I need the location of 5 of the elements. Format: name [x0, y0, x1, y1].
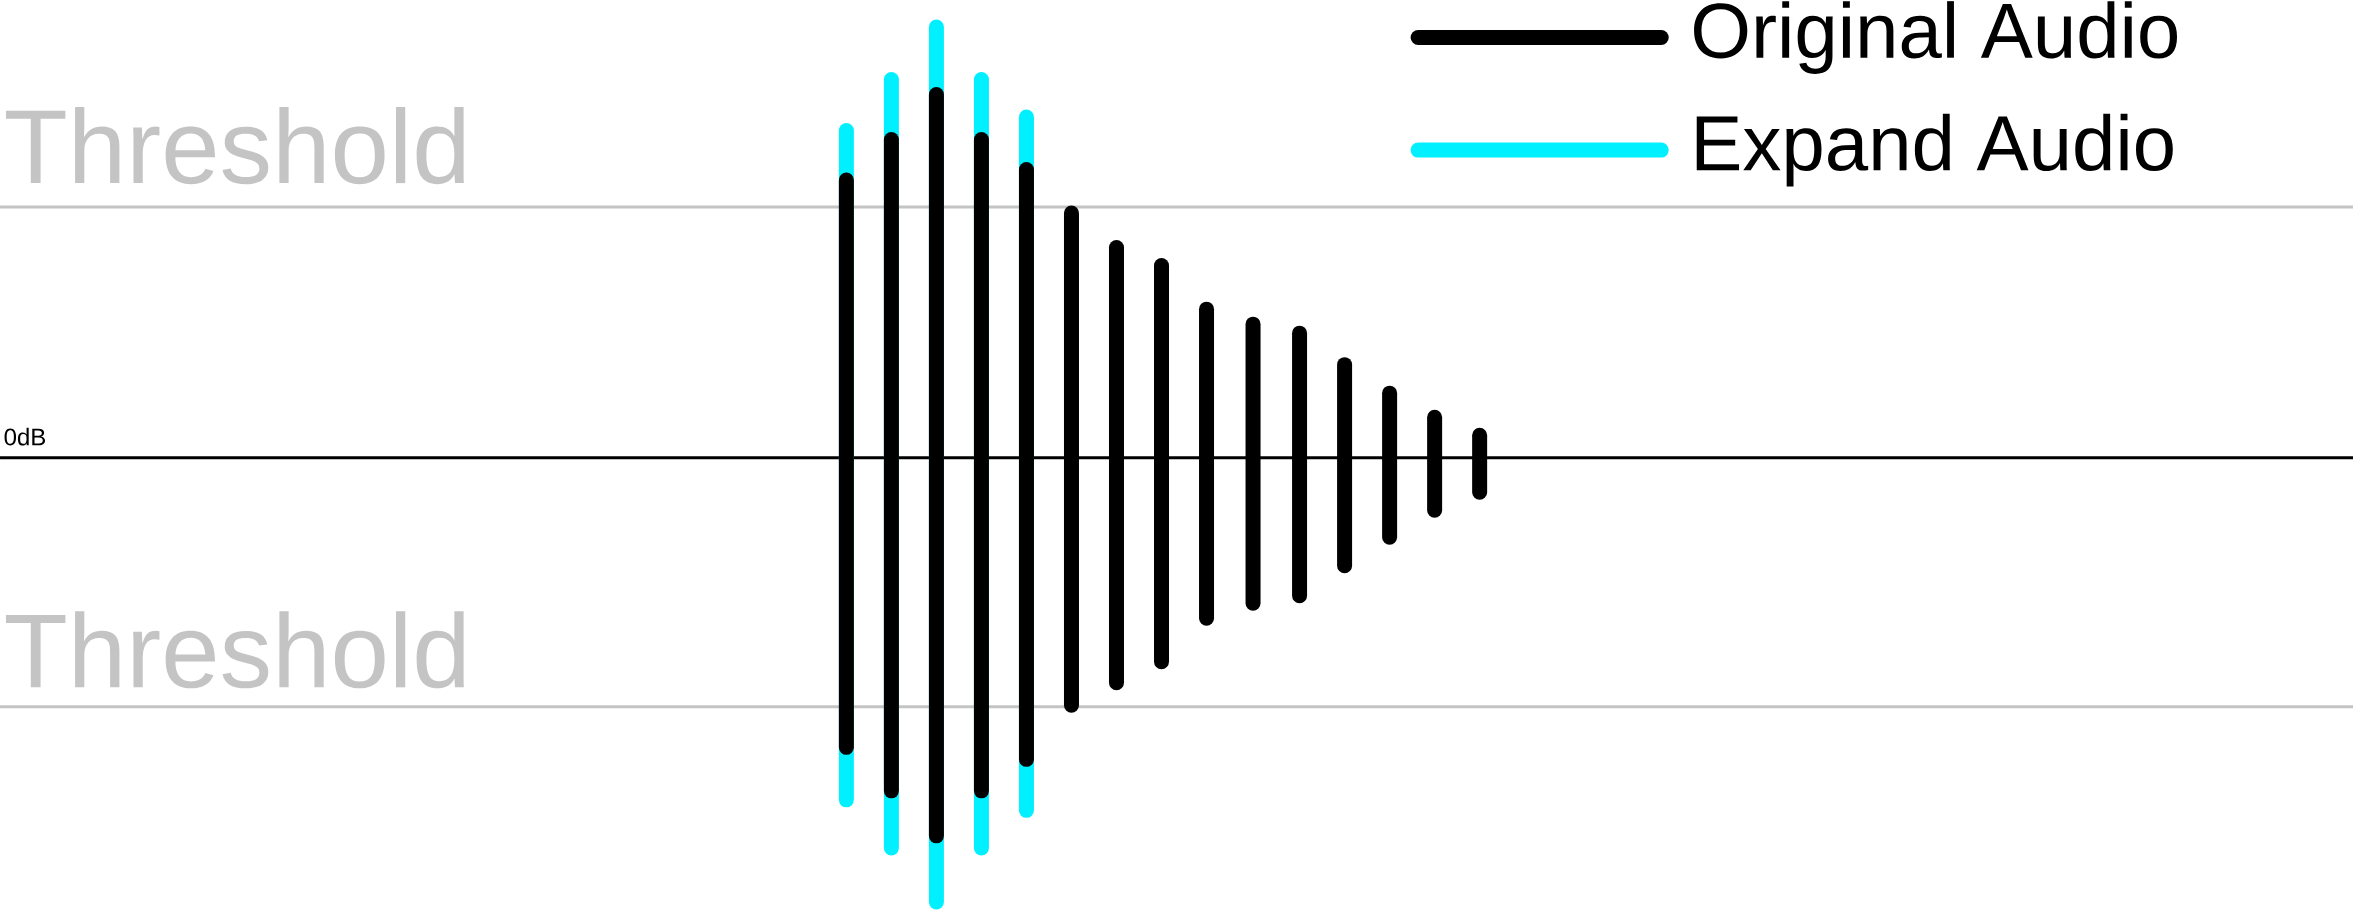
legend-label: Original Audio	[1694, 1, 2177, 74]
legend-label: Expand Audio	[1696, 113, 2173, 187]
threshold-label: Threshold	[5, 611, 464, 689]
level-label: 0dB	[4, 427, 46, 446]
threshold-label: Threshold	[5, 106, 464, 184]
